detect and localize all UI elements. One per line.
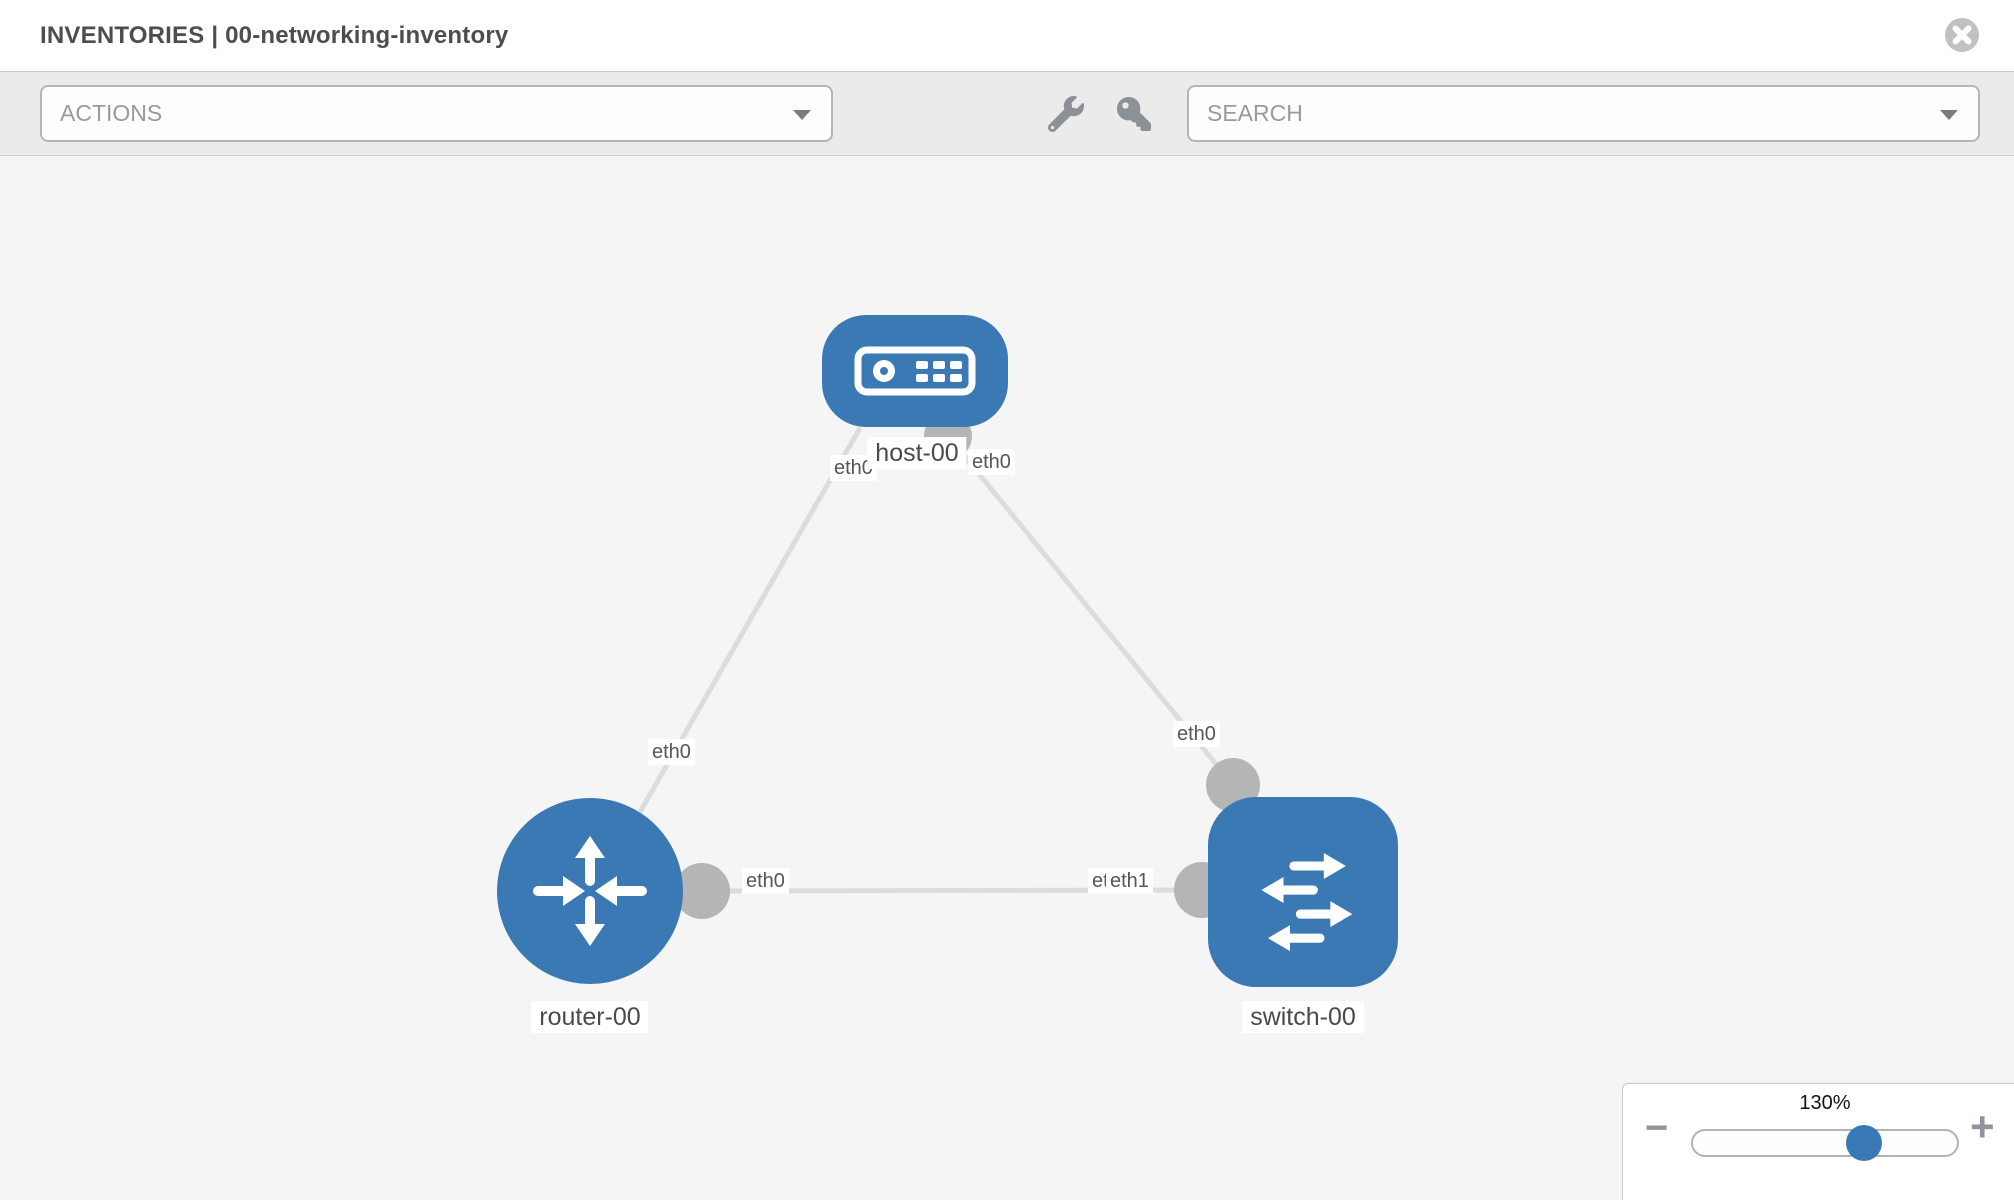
key-icon xyxy=(1117,97,1151,131)
wrench-icon xyxy=(1048,96,1084,132)
router-icon xyxy=(533,836,647,946)
node-switch-00[interactable] xyxy=(1208,797,1398,987)
topology-canvas[interactable]: eth0 eth0 eth0 eth0 eth0 eth0 eth1 host-… xyxy=(0,156,2014,1200)
zoom-in-button[interactable]: + xyxy=(1970,1103,1995,1150)
toolbar: ACTIONS SEARCH xyxy=(0,72,2014,156)
node-label-host-00: host-00 xyxy=(867,437,967,469)
interface-label: eth0 xyxy=(742,868,789,894)
interface-label: eth0 xyxy=(968,449,1015,475)
search-dropdown[interactable]: SEARCH xyxy=(1187,85,1980,142)
zoom-slider-thumb[interactable] xyxy=(1846,1125,1882,1161)
node-host-00[interactable] xyxy=(822,315,1008,427)
interface-label: eth1 xyxy=(1106,868,1153,894)
zoom-slider[interactable] xyxy=(1691,1125,1959,1161)
interface-connector xyxy=(674,863,730,919)
zoom-out-button[interactable]: − xyxy=(1645,1106,1669,1150)
switch-icon xyxy=(1261,853,1353,952)
search-dropdown-label: SEARCH xyxy=(1207,100,1303,126)
actions-dropdown-label: ACTIONS xyxy=(60,100,163,126)
interface-label: eth0 xyxy=(1173,721,1220,747)
zoom-panel: 130% − + xyxy=(1622,1083,2014,1200)
chevron-down-icon xyxy=(1940,109,1958,120)
interface-label: eth0 xyxy=(648,739,695,765)
chevron-down-icon xyxy=(793,109,811,120)
configure-button[interactable] xyxy=(1042,90,1090,138)
node-router-00[interactable] xyxy=(497,798,683,984)
actions-dropdown[interactable]: ACTIONS xyxy=(40,85,833,142)
host-icon xyxy=(854,346,976,396)
zoom-level: 130% xyxy=(1799,1092,1851,1114)
node-label-switch-00: switch-00 xyxy=(1242,1001,1364,1033)
node-label-router-00: router-00 xyxy=(531,1001,649,1033)
close-button[interactable] xyxy=(1944,17,1980,53)
close-icon xyxy=(1945,18,1979,52)
page-title: INVENTORIES | 00-networking-inventory xyxy=(40,22,509,49)
header: INVENTORIES | 00-networking-inventory xyxy=(0,0,2014,72)
topology-links-layer xyxy=(637,412,1260,919)
credentials-button[interactable] xyxy=(1110,90,1158,138)
